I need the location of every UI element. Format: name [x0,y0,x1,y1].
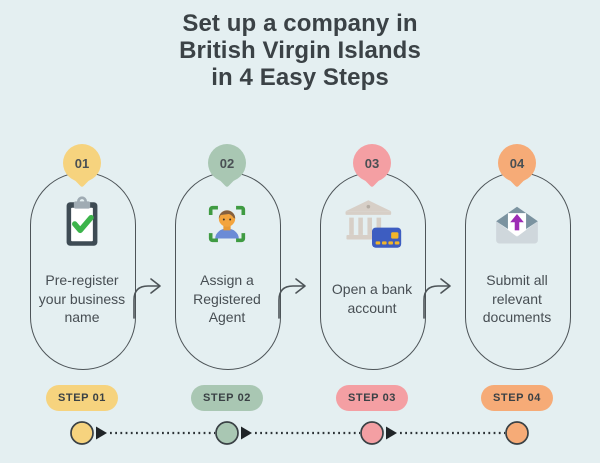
step-number-pin-1: 01 [63,144,101,182]
bank-card-icon [305,192,439,256]
step-number: 04 [509,155,525,171]
step-number-pin-2: 02 [208,144,246,182]
envelope-upload-icon [450,192,584,256]
step-column-4: 04 Submit all relevant documents STEP 04 [450,140,584,460]
step-chip-1: STEP 01 [45,385,119,411]
step-column-3: 03 Open a bank account STEP 03 [305,140,439,460]
step-description-3: Open a bank account [331,281,413,316]
step-chip-2: STEP 02 [190,385,264,411]
step-column-2: 02 Assign a Registered Agent STEP 02 [160,140,294,460]
step-number: 03 [364,155,380,171]
step-description-4: Submit all relevant documents [482,272,552,326]
step-number: 01 [74,155,90,171]
step-number-pin-3: 03 [353,144,391,182]
person-scan-icon [160,192,294,256]
step-number-pin-4: 04 [498,144,536,182]
step-description-1: Pre-register your business name [38,272,126,326]
step-column-1: 01 Pre-register your business name STEP … [15,140,149,460]
step-chip-4: STEP 04 [480,385,554,411]
page-title: Set up a company in British Virgin Islan… [179,10,421,91]
step-chip-3: STEP 03 [335,385,409,411]
clipboard-check-icon [15,192,149,256]
step-number: 02 [219,155,235,171]
step-description-2: Assign a Registered Agent [193,272,261,326]
